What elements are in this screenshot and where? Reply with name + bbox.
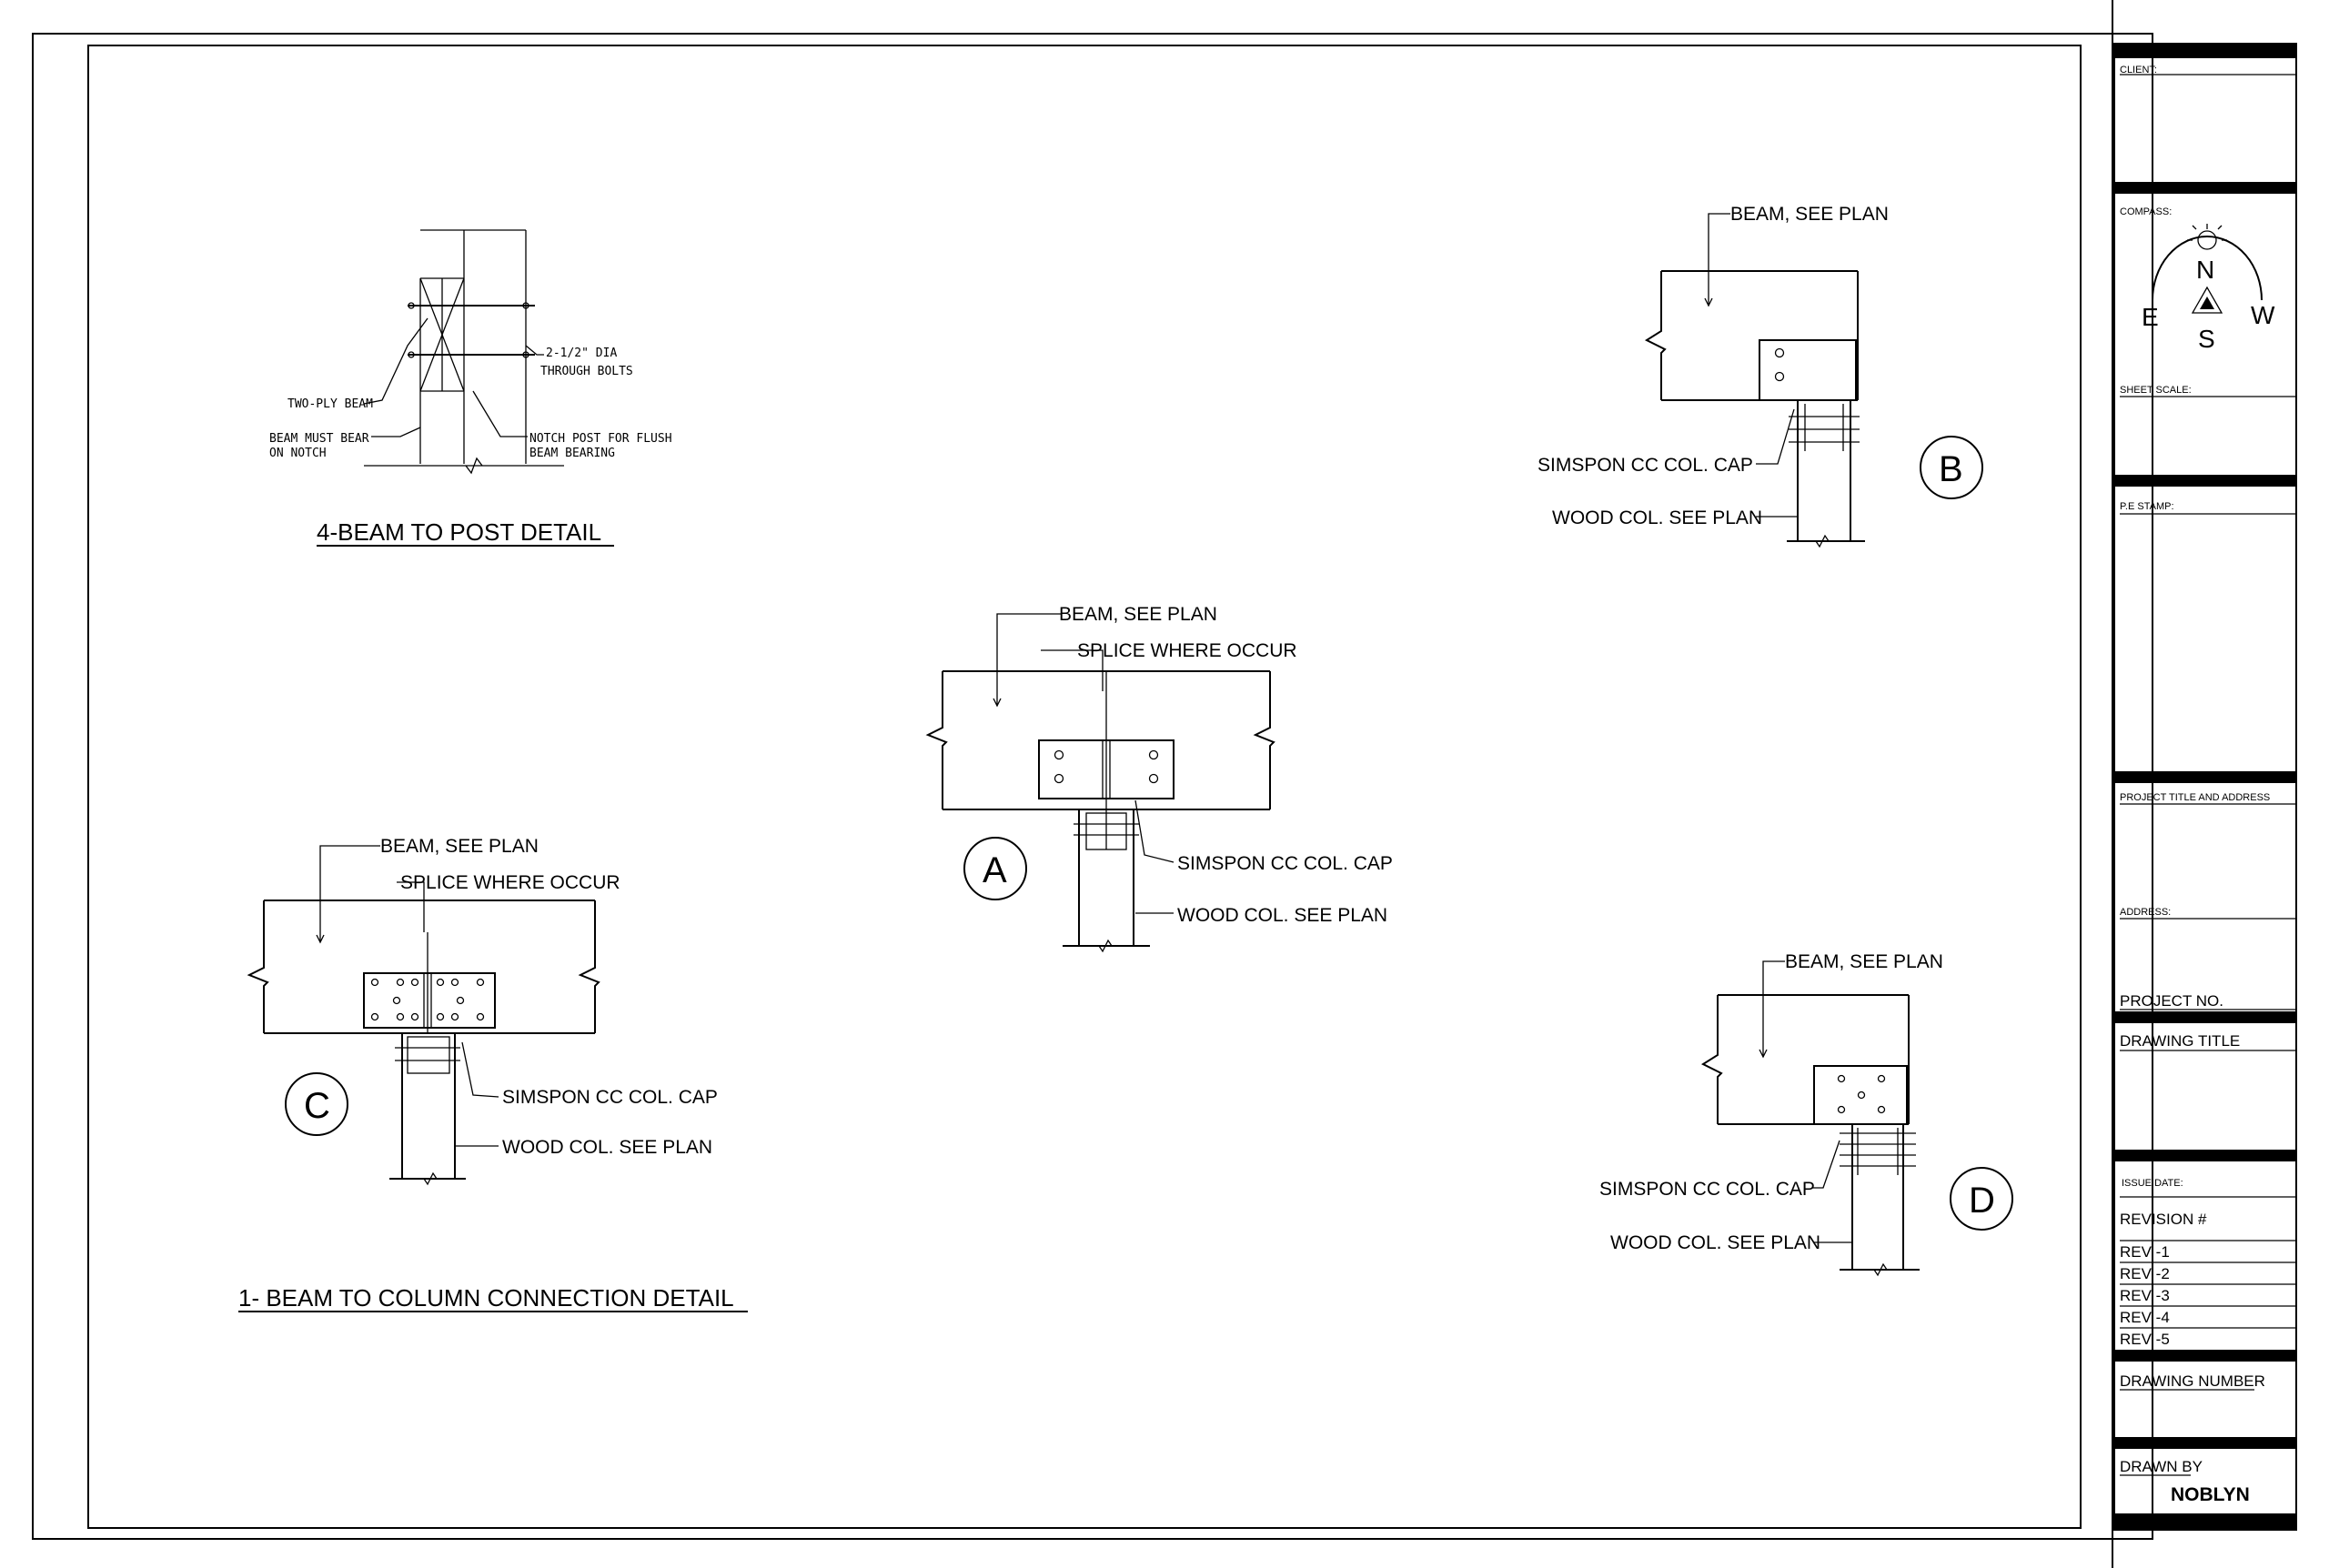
- tb-rev-4: REV -4: [2120, 1309, 2170, 1326]
- note-on-notch: ON NOTCH: [269, 447, 327, 460]
- detail-c: [247, 845, 600, 1186]
- c-col-label: WOOD COL. SEE PLAN: [502, 1137, 712, 1158]
- tb-pe-stamp-label: P.E STAMP:: [2120, 501, 2174, 512]
- note-beam-must-bear: BEAM MUST BEAR: [269, 432, 369, 446]
- a-detail-tag: A: [983, 850, 1007, 890]
- detail-b: [1644, 213, 1983, 548]
- b-col-label: WOOD COL. SEE PLAN: [1552, 508, 1762, 528]
- tb-client-label: CLIENT:: [2120, 65, 2157, 75]
- title-beam-to-column: 1- BEAM TO COLUMN CONNECTION DETAIL: [238, 1284, 734, 1312]
- d-col-label: WOOD COL. SEE PLAN: [1610, 1232, 1820, 1253]
- tb-project-no-label: PROJECT NO.: [2120, 992, 2223, 1010]
- a-cap-label: SIMSPON CC COL. CAP: [1177, 853, 1393, 874]
- tb-rev-3: REV -3: [2120, 1287, 2170, 1304]
- c-detail-tag: C: [304, 1086, 330, 1126]
- tb-project-title-label: PROJECT TITLE AND ADDRESS: [2120, 792, 2270, 803]
- tb-rev-5: REV -5: [2120, 1331, 2170, 1348]
- note-beam-bearing: BEAM BEARING: [529, 447, 615, 460]
- tb-rev-1: REV -1: [2120, 1243, 2170, 1261]
- tb-compass-label: COMPASS:: [2120, 206, 2172, 217]
- note-two-ply-beam: TWO-PLY BEAM: [287, 397, 373, 411]
- tb-drawing-title-label: DRAWING TITLE: [2120, 1032, 2240, 1050]
- detail-beam-to-post: [363, 229, 564, 475]
- detail-a: [925, 613, 1275, 953]
- tb-address-label: ADDRESS:: [2120, 907, 2171, 918]
- tb-sheet-scale-label: SHEET SCALE:: [2120, 385, 2192, 396]
- tb-rev-2: REV -2: [2120, 1265, 2170, 1282]
- drawing-border: [87, 45, 2082, 1529]
- compass-symbol: [2152, 224, 2263, 314]
- d-detail-tag: D: [1969, 1181, 1995, 1221]
- detail-d: [1700, 960, 2013, 1277]
- d-cap-label: SIMSPON CC COL. CAP: [1599, 1179, 1815, 1200]
- d-beam-label: BEAM, SEE PLAN: [1785, 951, 1943, 972]
- tb-drawn-by-label: DRAWN BY: [2120, 1458, 2203, 1475]
- note-bolt-dia: 2-1/2" DIA: [546, 347, 617, 360]
- a-col-label: WOOD COL. SEE PLAN: [1177, 905, 1387, 926]
- a-splice-label: SPLICE WHERE OCCUR: [1077, 640, 1297, 661]
- c-beam-label: BEAM, SEE PLAN: [380, 836, 539, 857]
- tb-revision-label: REVISION #: [2120, 1211, 2207, 1228]
- note-through-bolts: THROUGH BOLTS: [540, 365, 633, 378]
- compass-n: N: [2196, 256, 2214, 284]
- title-beam-to-post: 4-BEAM TO POST DETAIL: [317, 518, 601, 546]
- tb-issue-date-label: ISSUE DATE:: [2122, 1178, 2183, 1189]
- c-cap-label: SIMSPON CC COL. CAP: [502, 1087, 718, 1108]
- b-cap-label: SIMSPON CC COL. CAP: [1538, 455, 1753, 476]
- b-beam-label: BEAM, SEE PLAN: [1730, 204, 1889, 225]
- compass-e: E: [2142, 303, 2159, 331]
- outer-border: [32, 33, 2153, 1540]
- c-splice-label: SPLICE WHERE OCCUR: [400, 872, 620, 893]
- tb-drawing-number-label: DRAWING NUMBER: [2120, 1372, 2265, 1390]
- tb-drawn-by-name: NOBLYN: [2171, 1484, 2250, 1505]
- compass-s: S: [2198, 325, 2215, 353]
- note-notch-post: NOTCH POST FOR FLUSH: [529, 432, 672, 446]
- title-block: [2113, 43, 2297, 1531]
- b-detail-tag: B: [1939, 449, 1963, 489]
- a-beam-label: BEAM, SEE PLAN: [1059, 604, 1217, 625]
- compass-w: W: [2251, 301, 2275, 329]
